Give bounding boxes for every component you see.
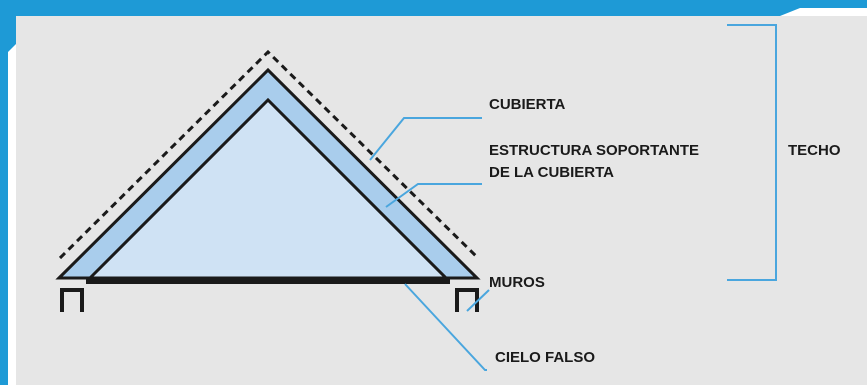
ceiling-beam xyxy=(86,278,450,284)
accent-bar-left xyxy=(0,0,8,385)
leader-estructura xyxy=(385,183,482,208)
accent-corner xyxy=(0,16,16,60)
wall-left xyxy=(60,288,84,312)
label-muros: MUROS xyxy=(489,274,545,291)
leader-cielo-falso xyxy=(404,283,487,371)
leader-cubierta xyxy=(369,117,482,161)
accent-bar-top-slant xyxy=(0,8,800,16)
label-cubierta: CUBIERTA xyxy=(489,96,566,113)
label-estructura-line2: DE LA CUBIERTA xyxy=(489,164,614,181)
label-estructura-line1: ESTRUCTURA SOPORTANTE xyxy=(489,142,699,159)
techo-bracket xyxy=(727,24,777,281)
label-techo: TECHO xyxy=(788,142,841,159)
accent-bar-top xyxy=(0,0,867,8)
leader-muros xyxy=(466,289,490,312)
label-cielo-falso: CIELO FALSO xyxy=(495,349,595,366)
cubierta-dashed-outline xyxy=(58,49,480,260)
